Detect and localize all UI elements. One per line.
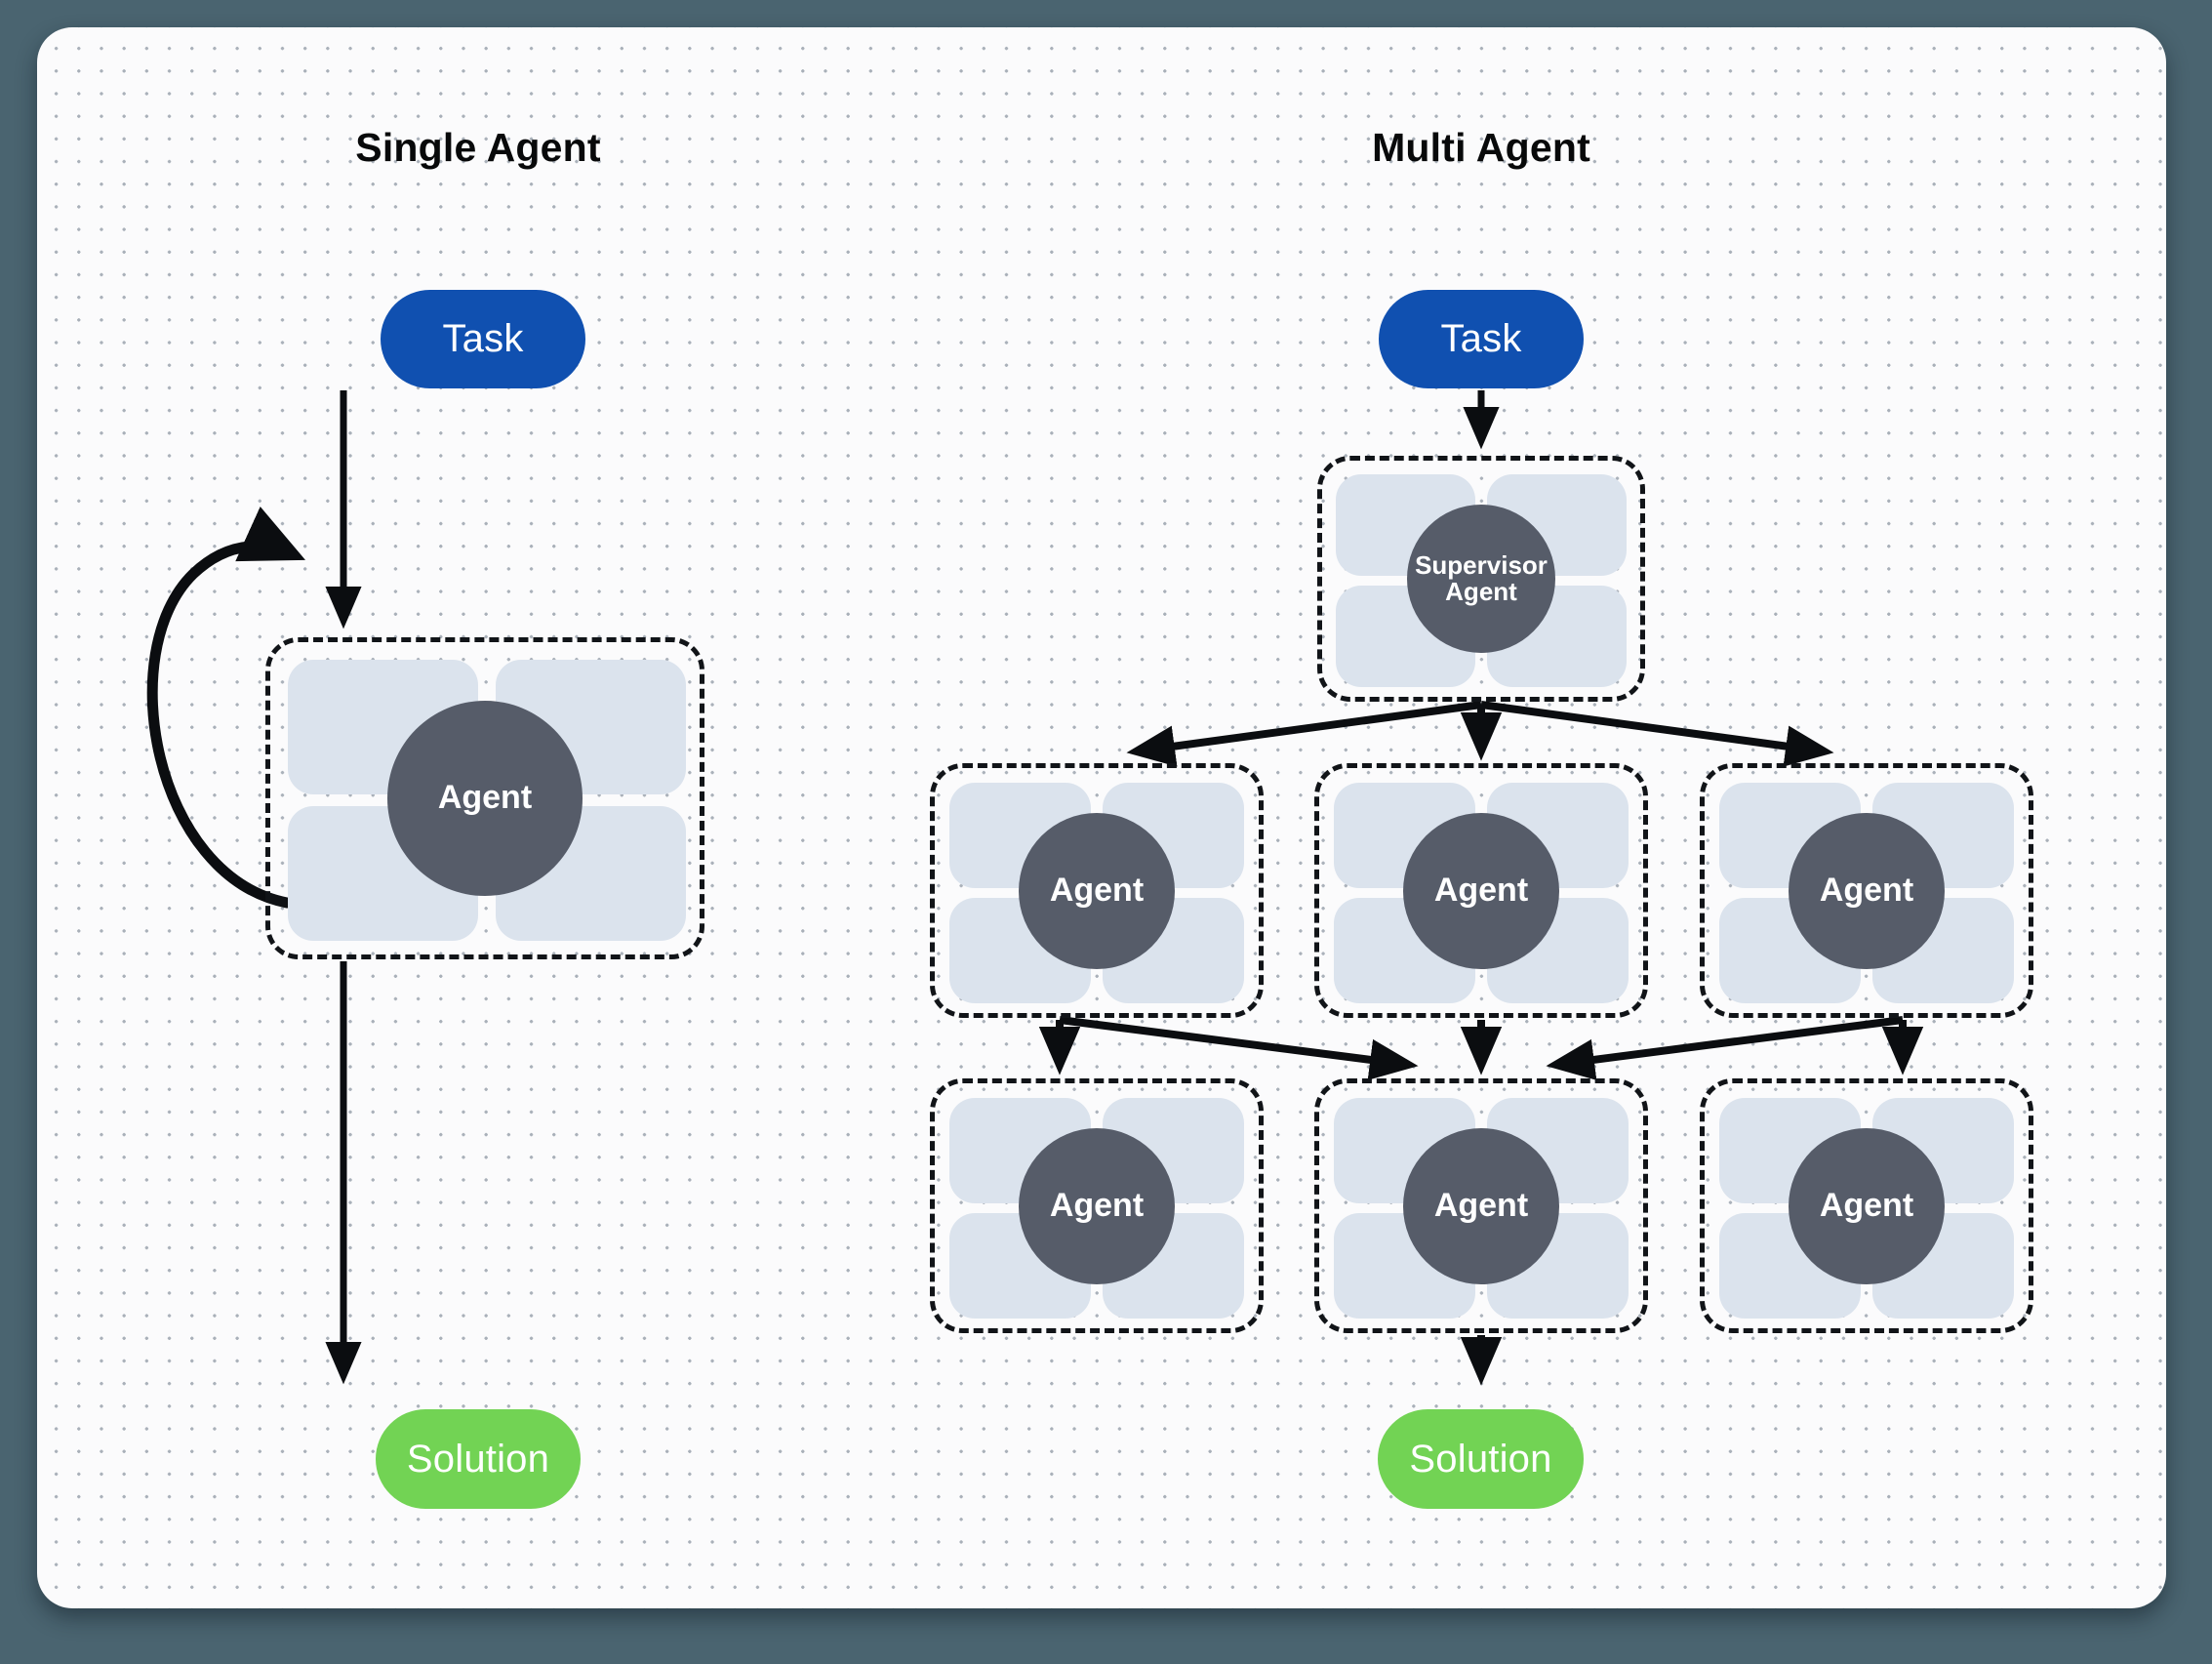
agent-core-label: Agent <box>387 701 583 896</box>
agent-core-label: Agent <box>1789 812 1945 969</box>
agent-cluster-row2-col1[interactable]: Agent <box>930 1078 1264 1333</box>
multi-task-node[interactable]: Task <box>1379 290 1584 388</box>
agent-cluster-row2-col3[interactable]: Agent <box>1700 1078 2033 1333</box>
edge-agent-r1-c3-to-agent-r2-c2 <box>1546 1016 1904 1080</box>
agent-core-label: Agent <box>1403 1127 1559 1284</box>
agent-cluster-row2-col2[interactable]: Agent <box>1314 1078 1648 1333</box>
agent-core-label: Agent <box>1019 1127 1175 1284</box>
supervisor-agent-core-label: Supervisor Agent <box>1407 505 1555 653</box>
edge-supervisor-to-agent-r1-c3 <box>1480 701 1834 767</box>
edge-agent-r1-c1-to-agent-r2-c2 <box>1059 1016 1419 1080</box>
column-title-single-agent: Single Agent <box>355 125 601 170</box>
agent-core-label: Agent <box>1019 812 1175 969</box>
diagram-card: Single Agent Multi Agent Task Agent Solu… <box>37 27 2166 1608</box>
agent-cluster-row1-col2[interactable]: Agent <box>1314 763 1648 1018</box>
agent-core-label: Agent <box>1789 1127 1945 1284</box>
edge-supervisor-to-agent-r1-c1 <box>1126 701 1482 767</box>
agent-cluster-row1-col3[interactable]: Agent <box>1700 763 2033 1018</box>
multi-solution-node[interactable]: Solution <box>1378 1409 1584 1509</box>
column-title-multi-agent: Multi Agent <box>1372 125 1590 170</box>
single-solution-node[interactable]: Solution <box>376 1409 581 1509</box>
agent-cluster-row1-col1[interactable]: Agent <box>930 763 1264 1018</box>
single-task-node[interactable]: Task <box>381 290 585 388</box>
supervisor-agent-cluster[interactable]: Supervisor Agent <box>1317 456 1645 702</box>
single-agent-cluster[interactable]: Agent <box>265 637 704 959</box>
agent-core-label: Agent <box>1403 812 1559 969</box>
